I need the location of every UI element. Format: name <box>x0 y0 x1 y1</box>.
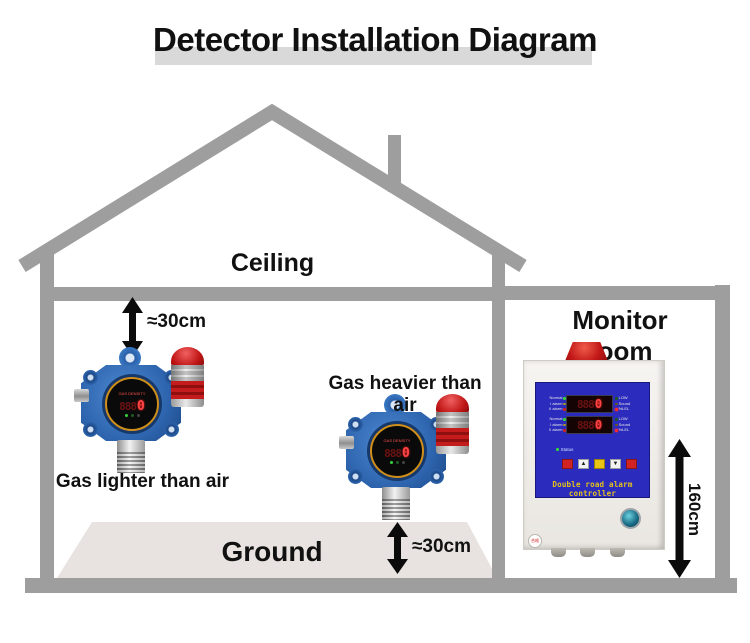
sensor-head <box>117 440 145 473</box>
beacon-neck <box>171 365 204 381</box>
controller-beacon <box>565 342 608 361</box>
beacon-cap <box>171 399 204 407</box>
ground-clearance-value: ≈30cm <box>412 536 472 557</box>
chimney <box>388 135 401 192</box>
channel-1-status-labels: Normal I alarm II alarm <box>536 395 566 412</box>
cable-gland <box>339 436 354 449</box>
gas-detector-lighter: GAS DENSITY 8880 <box>74 345 210 475</box>
display-title: GAS DENSITY <box>118 390 146 396</box>
controller-knob[interactable] <box>620 508 641 529</box>
mounting-ear <box>384 394 406 416</box>
left-wall <box>40 253 54 593</box>
controller-buttons: ▲ ▼ <box>562 459 637 469</box>
detector-heavier-label: Gas heavier than air <box>328 373 482 416</box>
roof-outline <box>18 103 527 272</box>
screw-tab <box>429 469 444 484</box>
set-button[interactable] <box>594 459 605 469</box>
alarm-beacon <box>436 394 469 456</box>
display-digits: 8880 <box>119 398 145 414</box>
mounting-ear <box>119 347 141 369</box>
channel-2-unit-labels: LOW Sound %LEL <box>613 416 643 433</box>
ground-surface <box>57 522 497 578</box>
controller-height-arrow <box>668 439 691 578</box>
detector-display: GAS DENSITY 8880 <box>370 424 424 478</box>
screw-tab <box>164 422 179 437</box>
controller-height-value: 160cm <box>685 483 704 536</box>
beacon-band <box>436 428 469 446</box>
beacon-band <box>171 381 204 399</box>
cable-entry <box>551 548 566 557</box>
detector-lighter-label: Gas lighter than air <box>55 471 230 492</box>
beacon-dome <box>171 347 204 365</box>
beacon-cap <box>436 446 469 454</box>
beacon-dome <box>436 394 469 412</box>
screw-tab <box>83 422 98 437</box>
sensor-head <box>382 487 410 520</box>
title-underline-bar <box>155 47 592 65</box>
ceiling-clearance-arrow <box>122 297 143 357</box>
ceiling-label: Ceiling <box>230 249 315 277</box>
screw-tab <box>83 370 98 385</box>
display-leds <box>124 413 140 417</box>
cable-entry <box>610 548 625 557</box>
cable-gland <box>74 389 89 402</box>
down-button[interactable]: ▼ <box>610 459 621 469</box>
display-leds <box>389 460 405 464</box>
right-wall <box>715 285 730 593</box>
ground-label: Ground <box>221 536 323 567</box>
alarm-beacon <box>171 347 204 409</box>
power-button[interactable] <box>562 459 573 469</box>
ceiling-beam-left <box>54 287 492 301</box>
ceiling-clearance-value: ≈30cm <box>147 311 207 332</box>
channel-1-unit-labels: LOW Sound %LEL <box>613 395 643 412</box>
ceiling-beam-right <box>505 286 730 300</box>
gas-detector-heavier: GAS DENSITY 8880 <box>339 392 475 522</box>
screw-tab <box>348 469 363 484</box>
page-title: Detector Installation Diagram <box>153 21 597 58</box>
middle-wall <box>492 252 505 593</box>
status-indicator: Status <box>556 447 573 452</box>
beacon-neck <box>436 412 469 428</box>
up-button[interactable]: ▲ <box>578 459 589 469</box>
qc-sticker: 合格 <box>528 534 542 548</box>
display-title: GAS DENSITY <box>383 437 411 443</box>
floor-beam <box>25 578 737 593</box>
cable-entry <box>580 548 595 557</box>
screw-tab <box>348 417 363 432</box>
ground-clearance-arrow <box>387 522 408 574</box>
channel-2-status-labels: Normal I alarm II alarm <box>536 416 566 433</box>
controller-nameplate: Double road alarm controller <box>552 480 633 498</box>
display-digits: 8880 <box>384 445 410 461</box>
mute-button[interactable] <box>626 459 637 469</box>
detector-display: GAS DENSITY 8880 <box>105 377 159 431</box>
